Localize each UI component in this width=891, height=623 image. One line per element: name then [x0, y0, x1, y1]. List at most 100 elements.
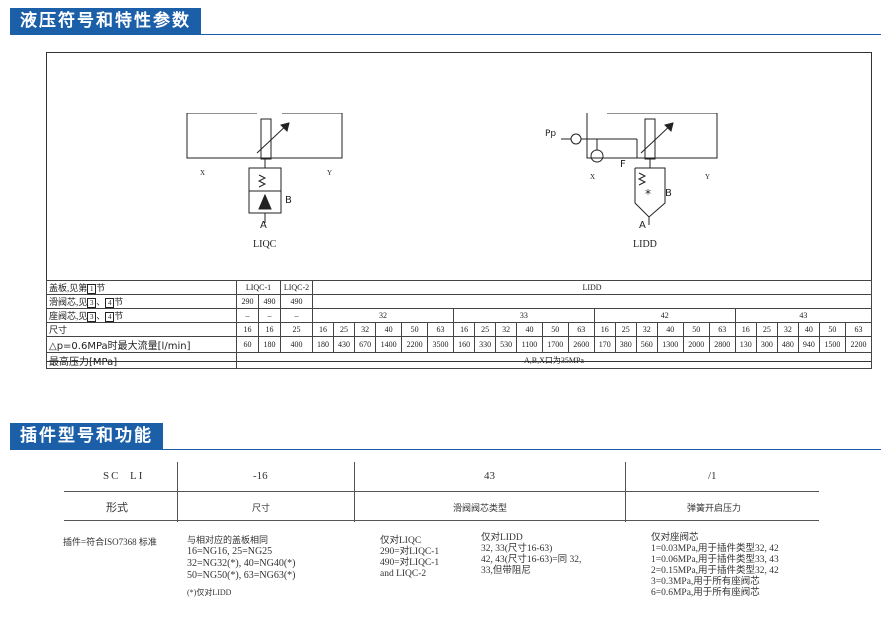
table-cell: 1100: [516, 336, 543, 353]
table-cell: 2600: [567, 336, 595, 353]
table-cell: 330: [474, 336, 497, 353]
spring-line: 1=0.03MPa,用于插件类型32, 42: [651, 544, 779, 554]
spring-line: 2=0.15MPa,用于插件类型32, 42: [651, 566, 779, 576]
table-cell: 1700: [541, 336, 569, 353]
divider: [625, 462, 626, 522]
table-cell: 63: [708, 322, 736, 337]
lidd-port-f: F: [620, 159, 626, 170]
table-cell: 40: [656, 322, 684, 337]
table-cell: 400: [280, 336, 313, 353]
table-cell: 1300: [656, 336, 684, 353]
table-cell: 25: [333, 322, 356, 337]
table-cell: 32: [311, 308, 455, 323]
table-cell: 60: [236, 336, 259, 353]
table-cell: 530: [495, 336, 518, 353]
table-cell: LIDD: [312, 280, 872, 295]
lidd-port-x: X: [590, 173, 596, 181]
lidd-port-p: Pp: [545, 129, 557, 139]
table-cell: 16: [593, 322, 616, 337]
divider: [64, 491, 819, 492]
table-cell: 180: [311, 336, 335, 353]
spool-line: 42, 43(尺寸16-63)=同 32,: [481, 555, 582, 565]
head-size: 尺寸: [252, 503, 271, 513]
spool-liqc-desc: 仅对LIQC 290=对LIQC-1 490=对LIQC-1 and LIQC-…: [380, 536, 439, 580]
code-sc: SC: [103, 470, 121, 482]
spring-line: 1=0.06MPa,用于插件类型33, 43: [651, 555, 779, 565]
table-cell: 50: [682, 322, 710, 337]
table-cell: 480: [776, 336, 799, 353]
table-cell: 25: [755, 322, 778, 337]
section-title-ordering: 插件型号和功能: [10, 423, 163, 449]
table-cell: 670: [354, 336, 377, 353]
spool-line: 33,但带阻尼: [481, 566, 531, 576]
section-divider: [10, 34, 881, 35]
table-cell: 32: [354, 322, 377, 337]
lidd-port-a: A: [639, 220, 646, 231]
section-divider: [10, 449, 881, 450]
table-cell: 32: [495, 322, 518, 337]
table-cell: 490: [258, 294, 281, 309]
table-cell: –: [258, 308, 281, 323]
liqc-port-b: B: [285, 195, 292, 206]
table-cell: 32: [635, 322, 658, 337]
divider: [64, 520, 819, 521]
table-cell: 560: [635, 336, 658, 353]
table-cell: LIQC-2: [280, 280, 313, 295]
table-cell: 2800: [708, 336, 736, 353]
table-cell: 290: [236, 294, 259, 309]
spring-line: 6=0.6MPa,用于所有座阀芯: [651, 588, 760, 598]
table-cell: 16: [734, 322, 757, 337]
lidd-port-b: B: [665, 188, 672, 199]
table-cell: 430: [333, 336, 356, 353]
row-label-flow: △p=0.6MPa时最大流量[l/min]: [46, 336, 237, 353]
table-cell: 300: [755, 336, 778, 353]
table-cell: 25: [614, 322, 637, 337]
table-cell: 32: [776, 322, 799, 337]
table-cell: 16: [258, 322, 281, 337]
table-cell: 130: [734, 336, 757, 353]
row-label-size: 尺寸: [46, 322, 237, 337]
table-cell: 63: [844, 322, 873, 337]
head-form: 形式: [106, 502, 128, 514]
table-cell: 16: [311, 322, 335, 337]
table-cell: 25: [280, 322, 313, 337]
liqc-port-y: Y: [327, 169, 333, 177]
code-spring: /1: [708, 470, 717, 482]
table-cell: 490: [280, 294, 313, 309]
table-cell: 940: [797, 336, 820, 353]
liqc-label: LIQC: [253, 239, 277, 250]
table-cell: 43: [734, 308, 873, 323]
code-li: LI: [130, 470, 145, 482]
table-cell: 180: [258, 336, 281, 353]
table-cell: 63: [427, 322, 455, 337]
table-cell: 1400: [375, 336, 403, 353]
form-desc: 插件=符合ISO7368 标准: [63, 537, 157, 547]
table-cell: 42: [593, 308, 736, 323]
spring-line: 仅对座阀芯: [651, 533, 699, 543]
table-cell: 50: [541, 322, 569, 337]
size-line: 16=NG16, 25=NG25: [187, 546, 273, 557]
table-cell: 160: [453, 336, 476, 353]
table-row: 最高压力[MPa] A,B,X口为35MPa: [46, 352, 872, 369]
table-cell: 16: [453, 322, 476, 337]
spool-line: 仅对LIQC: [380, 536, 422, 546]
table-cell: 1500: [818, 336, 846, 353]
section-title-symbols: 液压符号和特性参数: [10, 8, 201, 34]
spool-lidd-desc: 仅对LIDD 32, 33(尺寸16-63) 42, 43(尺寸16-63)=同…: [481, 533, 581, 577]
spool-line: 290=对LIQC-1: [380, 547, 440, 557]
table-cell: 40: [797, 322, 820, 337]
size-note: (*)仅对LIDD: [187, 588, 232, 597]
table-cell: 40: [375, 322, 403, 337]
table-cell: 50: [818, 322, 846, 337]
lidd-star: *: [645, 187, 651, 201]
table-cell: –: [236, 308, 259, 323]
size-desc-lines: 16=NG16, 25=NG25 32=NG32(*), 40=NG40(*) …: [187, 546, 296, 582]
